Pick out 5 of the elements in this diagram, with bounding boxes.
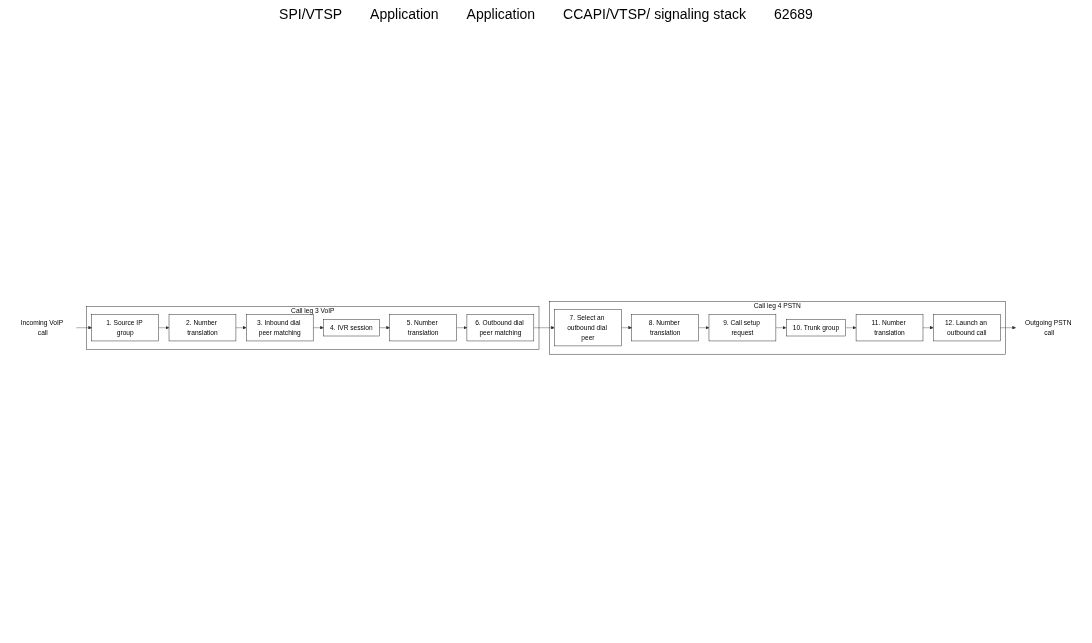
column-heading: SPI/VTSP: [279, 6, 343, 22]
column-heading: CCAPI/VTSP/ signaling stack: [563, 6, 746, 22]
column-heading: Application: [370, 6, 439, 22]
column-heading: Application: [466, 6, 536, 22]
column-heading: 62689: [773, 6, 813, 22]
